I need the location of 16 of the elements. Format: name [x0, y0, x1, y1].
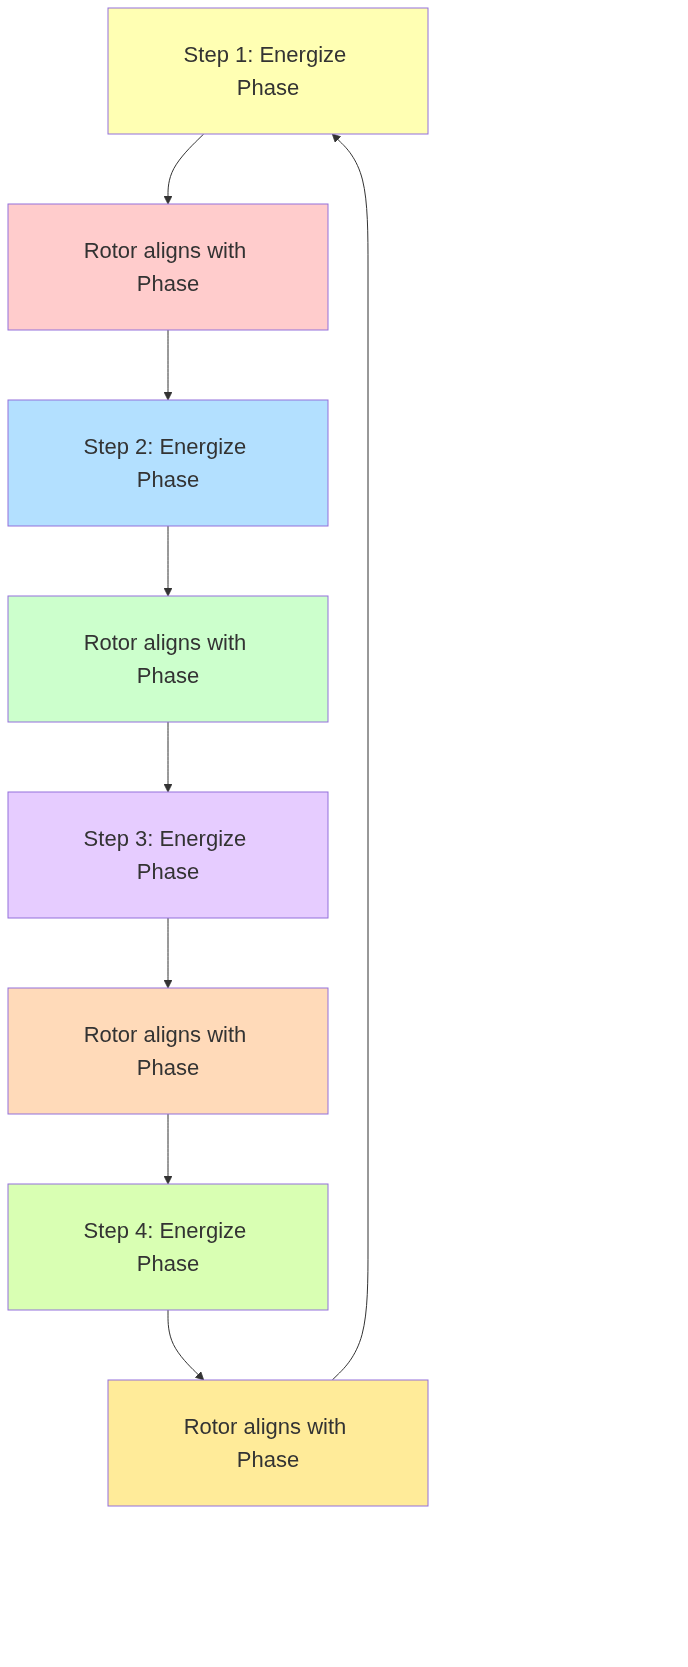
arrow	[167, 1309, 205, 1381]
node-box: Step 2: Energize Phase	[7, 399, 329, 527]
arrow	[163, 1113, 173, 1185]
arrow	[163, 721, 173, 793]
node-box: Rotor aligns with Phase	[107, 1379, 429, 1507]
node-box: Step 1: Energize Phase	[107, 7, 429, 135]
arrow	[163, 525, 173, 597]
node-box: Rotor aligns with Phase	[7, 987, 329, 1115]
node-box: Step 3: Energize Phase	[7, 791, 329, 919]
arrow	[163, 133, 205, 205]
node-box: Step 4: Energize Phase	[7, 1183, 329, 1311]
node-box: Rotor aligns with Phase	[7, 595, 329, 723]
arrow	[331, 133, 369, 1381]
arrow	[163, 917, 173, 989]
node-box: Rotor aligns with Phase	[7, 203, 329, 331]
arrow	[163, 329, 173, 401]
